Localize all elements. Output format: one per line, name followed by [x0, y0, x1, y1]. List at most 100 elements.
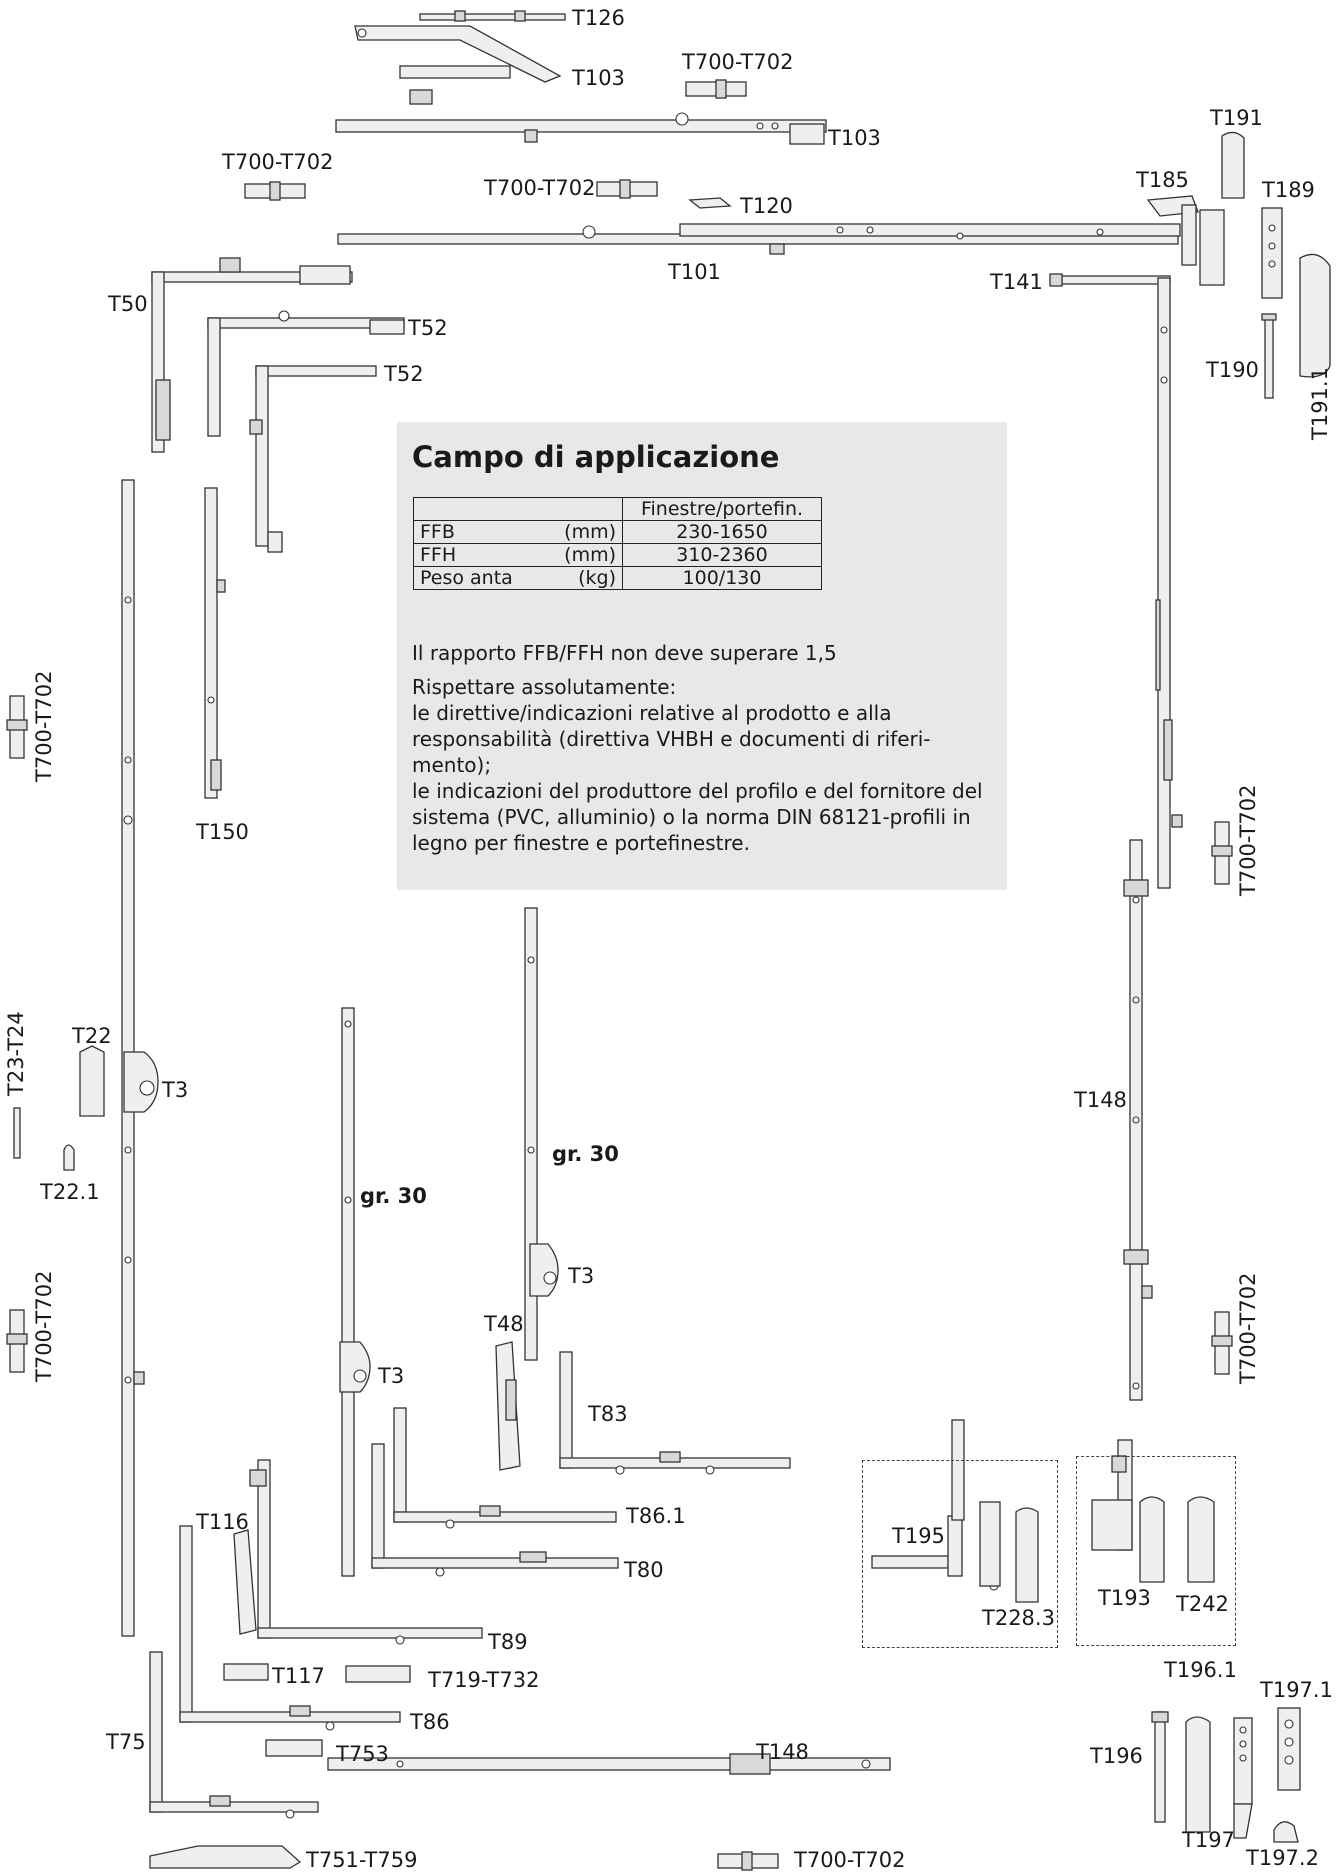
part-t116	[233, 1529, 257, 1635]
part-t753	[265, 1739, 323, 1757]
row-value: 100/130	[622, 566, 822, 590]
label-gr30-right: gr. 30	[552, 1142, 619, 1166]
label-t141: T141	[990, 270, 1043, 294]
part-t103-arm	[354, 25, 562, 105]
table-row: Peso anta (kg) 100/130	[413, 566, 822, 590]
label-t719: T719-T732	[428, 1668, 540, 1692]
part-t700-left-vert	[6, 695, 28, 759]
label-t700-left-top: T700-T702	[222, 150, 334, 174]
part-t141	[1049, 273, 1183, 889]
part-t197-1	[1277, 1707, 1301, 1791]
label-t700-right-vert: T700-T702	[1236, 784, 1260, 896]
part-t48	[495, 1341, 521, 1471]
label-t3-low: T3	[378, 1364, 405, 1388]
label-t116: T116	[196, 1510, 249, 1534]
part-lower-rail	[339, 1007, 371, 1577]
label-t103a: T103	[572, 66, 625, 90]
part-t117	[223, 1663, 269, 1681]
label-t700-mid-top: T700-T702	[484, 176, 596, 200]
label-t189: T189	[1262, 178, 1315, 202]
part-t700-left-top	[244, 181, 306, 201]
row-unit: (mm)	[558, 543, 623, 567]
part-t103-bar	[335, 112, 827, 145]
label-t700-top: T700-T702	[682, 50, 794, 74]
part-t196-1	[1185, 1716, 1211, 1833]
label-t22: T22	[72, 1024, 112, 1048]
row-label: Peso anta	[413, 566, 558, 590]
label-t190: T190	[1206, 358, 1259, 382]
part-t191	[1221, 131, 1245, 199]
label-t196: T196	[1090, 1744, 1143, 1768]
row-unit: (kg)	[558, 566, 623, 590]
part-t22-1	[63, 1144, 75, 1171]
notes-item-1: le direttive/indicazioni relative al pro…	[412, 701, 931, 777]
label-t48: T48	[484, 1312, 524, 1336]
part-t75	[149, 1651, 319, 1819]
label-t22-1: T22.1	[40, 1180, 100, 1204]
part-t80	[371, 1443, 619, 1577]
part-t120	[688, 197, 732, 209]
label-t3-left: T3	[162, 1078, 189, 1102]
part-t228-3	[1015, 1507, 1039, 1603]
part-t86	[179, 1525, 401, 1731]
part-t190	[1261, 313, 1277, 399]
label-t150: T150	[196, 820, 249, 844]
part-t700-left-bottom	[6, 1309, 28, 1373]
table-row: Finestre/portefin.	[413, 497, 822, 521]
label-t242: T242	[1176, 1592, 1229, 1616]
part-t23-t24	[13, 1107, 21, 1159]
part-t86-1	[393, 1407, 617, 1529]
part-t50	[151, 257, 353, 453]
label-t101: T101	[668, 260, 721, 284]
label-t89: T89	[488, 1630, 528, 1654]
part-t101	[337, 223, 1181, 255]
label-t700-right-bottom: T700-T702	[1236, 1272, 1260, 1384]
label-t3-mid: T3	[568, 1264, 595, 1288]
part-t185	[1146, 195, 1199, 266]
label-t50: T50	[108, 292, 148, 316]
table-row: FFH (mm) 310-2360	[413, 543, 822, 567]
part-t191-1	[1299, 253, 1331, 378]
label-t103b: T103	[828, 126, 881, 150]
application-range-panel: Campo di applicazione Finestre/portefin.…	[397, 422, 1007, 890]
part-t197-2	[1273, 1821, 1299, 1843]
part-t700-bottom	[717, 1851, 779, 1871]
part-t242	[1187, 1496, 1215, 1583]
row-label: FFB	[413, 520, 558, 544]
part-t185-body	[1199, 207, 1283, 299]
label-t700-left-vert: T700-T702	[32, 670, 56, 782]
part-t150	[204, 487, 226, 799]
table-header: Finestre/portefin.	[622, 497, 822, 521]
part-t197	[1233, 1717, 1253, 1839]
part-t751	[149, 1845, 302, 1869]
label-t700-bottom: T700-T702	[794, 1848, 906, 1872]
application-table: Finestre/portefin. FFB (mm) 230-1650 FFH…	[413, 497, 822, 590]
row-label: FFH	[413, 543, 558, 567]
label-t195: T195	[892, 1524, 945, 1548]
row-value: 230-1650	[622, 520, 822, 544]
part-mid-rail	[524, 907, 559, 1361]
label-t751: T751-T759	[306, 1848, 418, 1872]
part-t700-right-vert	[1211, 821, 1233, 885]
notes-heading: Rispettare assolutamente:	[412, 675, 677, 699]
label-t700-left-bottom: T700-T702	[32, 1270, 56, 1382]
label-t83: T83	[588, 1402, 628, 1426]
label-t191-1: T191.1	[1308, 367, 1332, 440]
panel-notes: Il rapporto FFB/FFH non deve superare 1,…	[412, 640, 1002, 856]
label-t75: T75	[106, 1730, 146, 1754]
label-t148-right: T148	[1074, 1088, 1127, 1112]
part-t195	[871, 1419, 1001, 1591]
label-t52b: T52	[384, 362, 424, 386]
part-t52-a	[207, 310, 405, 437]
part-t719	[345, 1665, 411, 1683]
group-box-t195	[862, 1460, 1058, 1648]
label-t23-t24: T23-T24	[4, 1011, 28, 1096]
label-t80: T80	[624, 1558, 664, 1582]
row-value: 310-2360	[622, 543, 822, 567]
group-box-t193	[1076, 1456, 1236, 1646]
label-t196-1: T196.1	[1164, 1658, 1237, 1682]
table-row: FFB (mm) 230-1650	[413, 520, 822, 544]
label-t86: T86	[410, 1710, 450, 1734]
notes-item-2: le indicazioni del produttore del profil…	[412, 779, 983, 855]
